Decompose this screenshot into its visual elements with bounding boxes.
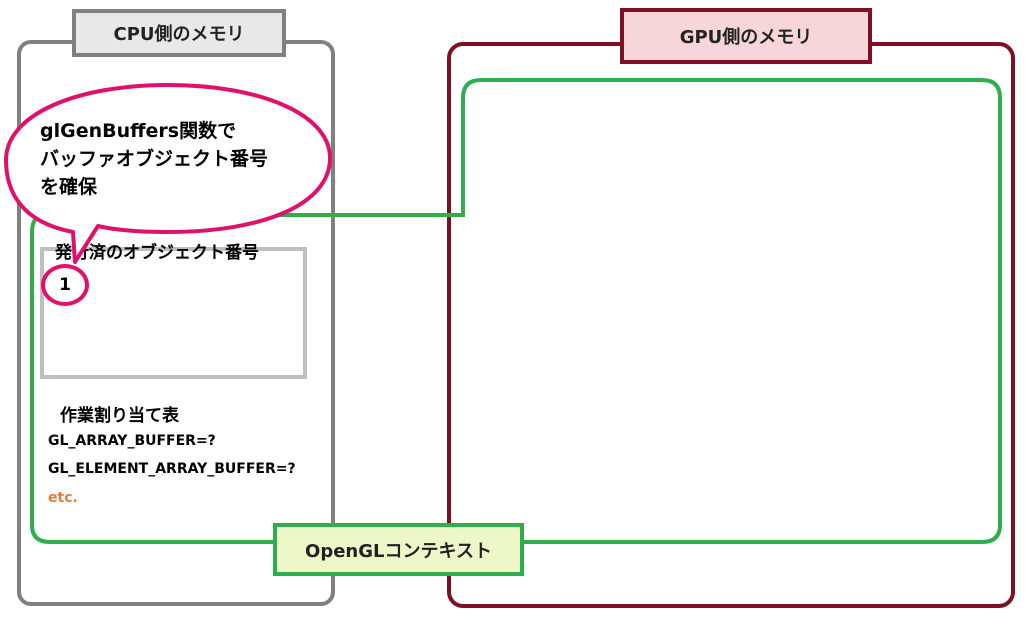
object-number: 1	[59, 275, 71, 295]
object-number-highlight: 1	[41, 264, 89, 306]
work-assignment-etc: etc.	[48, 490, 78, 506]
work-assignment-row: GL_ARRAY_BUFFER=?	[48, 433, 216, 449]
gpu-memory-title: GPU側のメモリ	[620, 8, 872, 64]
callout-text: glGenBuffers関数で バッファオブジェクト番号 を確保	[40, 117, 340, 201]
opengl-context-label: OpenGLコンテキスト	[273, 523, 524, 576]
callout-line: glGenBuffers関数で	[40, 120, 237, 142]
issued-object-numbers-title: 発行済のオブジェクト番号	[55, 243, 259, 263]
work-assignment-row: GL_ELEMENT_ARRAY_BUFFER=?	[48, 461, 296, 477]
issued-object-numbers-box	[40, 247, 307, 379]
opengl-context-label-text: OpenGLコンテキスト	[305, 540, 492, 562]
cpu-memory-title: CPU側のメモリ	[72, 9, 286, 57]
callout-line: を確保	[40, 176, 98, 198]
callout-line: バッファオブジェクト番号	[40, 148, 269, 170]
work-assignment-title: 作業割り当て表	[60, 406, 179, 426]
gpu-memory-title-text: GPU側のメモリ	[679, 27, 813, 48]
cpu-memory-title-text: CPU側のメモリ	[113, 24, 245, 45]
